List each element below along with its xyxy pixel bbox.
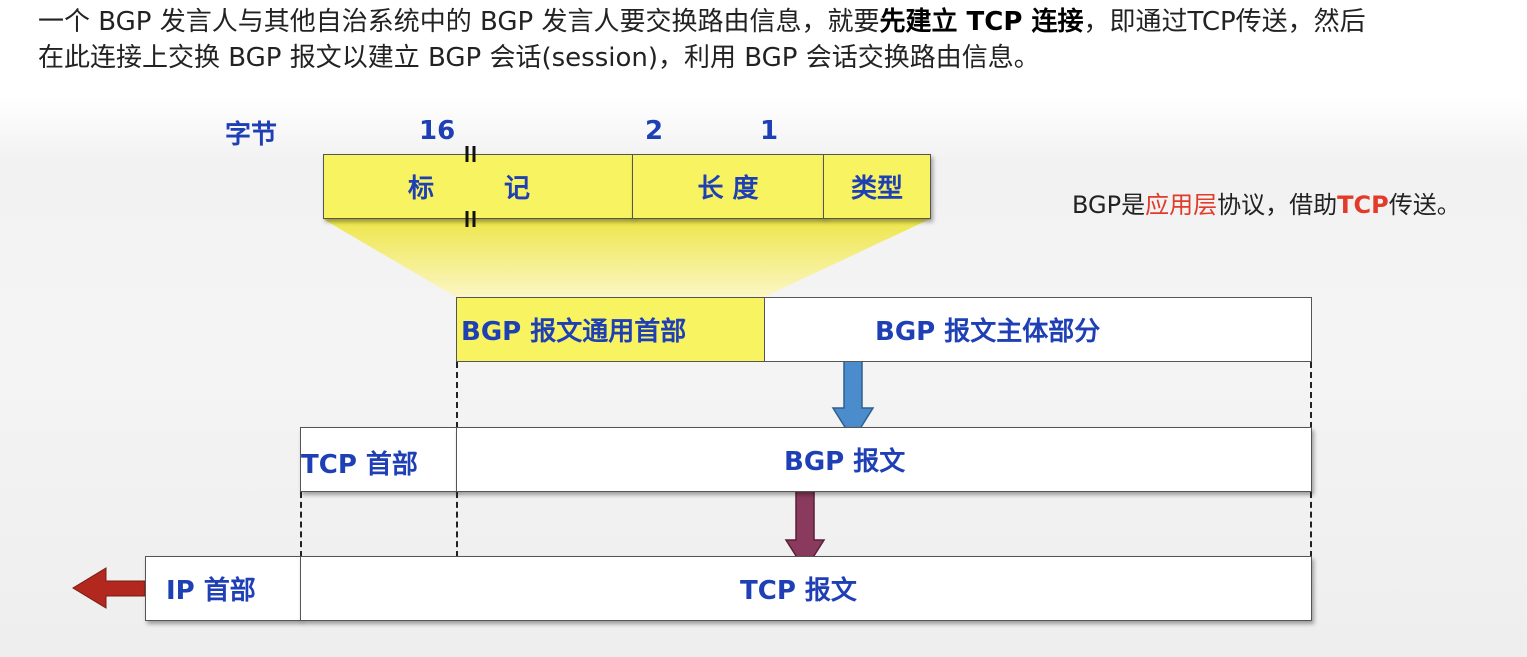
left-arrow-red-icon <box>72 567 146 609</box>
bgp-message-body: BGP 报文主体部分 <box>764 297 1312 362</box>
intro-line-2: 在此连接上交换 BGP 报文以建立 BGP 会话(session)，利用 BGP… <box>38 43 1040 73</box>
connector-tcp-right <box>1310 492 1312 557</box>
connector-tcp-mid <box>456 492 458 557</box>
tcp-payload-bgp-message: BGP 报文 <box>456 427 1312 492</box>
intro-line-1: 一个 BGP 发言人与其他自治系统中的 BGP 发言人要交换路由信息，就要先建立… <box>38 7 1366 37</box>
application-layer-highlight: 应用层 <box>1145 191 1218 219</box>
intro-text: 一个 BGP 发言人与其他自治系统中的 BGP 发言人要交换路由信息，就要先建立… <box>38 4 1518 76</box>
ip-payload-tcp-segment: TCP 报文 <box>300 556 1312 621</box>
tcp-header: TCP 首部 <box>300 427 457 492</box>
protocol-note: BGP是应用层协议，借助TCP传送。 <box>1072 191 1461 219</box>
break-mark-bottom-icon <box>465 211 476 227</box>
marker-size-label: 16 <box>419 116 456 146</box>
type-field: 类型 <box>823 154 931 219</box>
connector-bgp-left <box>456 362 458 428</box>
connector-bgp-right <box>1310 362 1312 428</box>
connector-tcp-left <box>300 492 302 557</box>
header-expansion-trapezoid <box>323 219 930 297</box>
length-field: 长 度 <box>632 154 824 219</box>
ip-header: IP 首部 <box>145 556 301 621</box>
type-size-label: 1 <box>760 116 779 146</box>
bytes-label: 字节 <box>225 120 278 150</box>
length-size-label: 2 <box>645 116 664 146</box>
break-mark-top-icon <box>465 146 476 162</box>
tcp-highlight: TCP <box>1337 191 1389 219</box>
intro-emphasis: 先建立 TCP 连接 <box>879 7 1084 37</box>
marker-field: 标 记 <box>323 154 633 219</box>
bgp-common-header: BGP 报文通用首部 <box>456 297 765 362</box>
